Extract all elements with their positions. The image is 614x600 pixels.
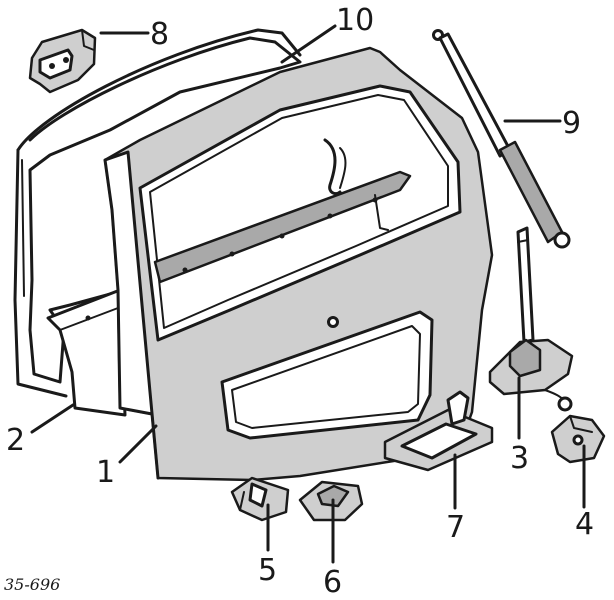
callout-8-label: 8 <box>150 17 169 52</box>
hinge-part <box>28 28 97 94</box>
striker-part <box>550 414 606 464</box>
bracket-part <box>230 476 290 522</box>
callout-1-leader <box>118 424 158 464</box>
handle-part <box>383 390 494 472</box>
callout-5-label: 5 <box>258 553 277 588</box>
callout-9-label: 9 <box>562 106 581 141</box>
callout-10-leader <box>280 24 337 64</box>
callout-10-label: 10 <box>336 3 374 38</box>
tailgate-door-part <box>103 46 494 482</box>
diagram-reference-number: 35-696 <box>4 575 60 594</box>
callout-3-label: 3 <box>510 441 529 476</box>
weatherstrip-seal-part <box>13 28 302 398</box>
buffer-part <box>298 480 364 522</box>
callout-6-label: 6 <box>323 565 342 600</box>
callout-2-label: 2 <box>6 423 25 458</box>
callout-4-label: 4 <box>575 507 594 542</box>
callout-2-leader <box>30 403 75 434</box>
callout-1-label: 1 <box>96 455 115 490</box>
lock-assembly-part <box>488 226 574 412</box>
gas-strut-part <box>432 29 571 249</box>
callout-7-label: 7 <box>446 510 465 545</box>
